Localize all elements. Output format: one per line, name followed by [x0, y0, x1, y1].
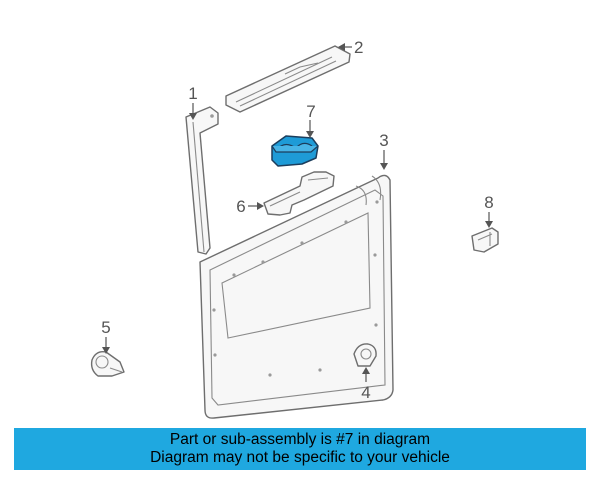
callout-4: 4 — [361, 367, 371, 402]
svg-text:7: 7 — [306, 102, 315, 121]
part-7-clip-highlighted — [271, 135, 319, 167]
svg-text:2: 2 — [354, 38, 363, 57]
callout-1: 1 — [188, 84, 198, 120]
callout-7: 7 — [306, 102, 316, 138]
banner-line-1: Part or sub-assembly is #7 in diagram — [169, 431, 431, 448]
svg-text:4: 4 — [361, 383, 370, 402]
part-5-push-retainer — [90, 350, 125, 377]
part-4-grommet — [353, 343, 377, 367]
part-8-clip — [471, 227, 499, 253]
part-3-door-trim-panel — [199, 174, 394, 419]
part-6-grab-handle — [263, 171, 335, 216]
svg-text:5: 5 — [101, 318, 110, 337]
callout-6: 6 — [236, 197, 264, 216]
svg-text:3: 3 — [379, 131, 388, 150]
parts-diagram: 1 2 3 4 5 6 7 8 — [90, 38, 499, 419]
svg-text:1: 1 — [188, 84, 197, 103]
info-banner: Part or sub-assembly is #7 in diagram Di… — [14, 428, 586, 470]
callout-2: 2 — [338, 38, 363, 57]
part-1-pillar-trim — [185, 106, 219, 255]
banner-line-2: Diagram may not be specific to your vehi… — [150, 449, 450, 466]
part-2-upper-garnish — [225, 45, 351, 113]
callout-8: 8 — [484, 193, 494, 228]
callout-3: 3 — [379, 131, 389, 170]
svg-text:8: 8 — [484, 193, 493, 212]
callout-5: 5 — [101, 318, 111, 354]
svg-text:6: 6 — [236, 197, 245, 216]
